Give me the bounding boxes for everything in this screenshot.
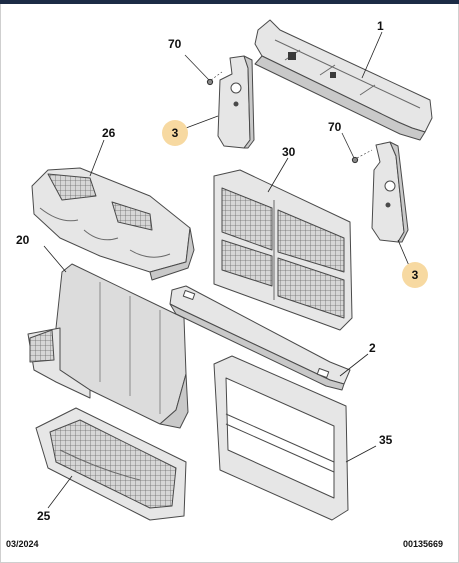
callout-part-25: 25 — [37, 509, 51, 523]
callout-part-1: 1 — [377, 19, 384, 33]
callout-part-3-highlight-right: 3 — [402, 262, 428, 288]
callout-part-20: 20 — [16, 233, 30, 247]
part-2-lower-crossbar — [169, 285, 351, 391]
callout-part-35: 35 — [379, 433, 393, 447]
part-35-frame — [213, 355, 349, 521]
callout-part-70-right: 70 — [328, 120, 342, 134]
part-25-lower-grille — [35, 407, 187, 521]
callout-part-26: 26 — [102, 126, 116, 140]
callout-part-2: 2 — [369, 341, 376, 355]
top-bar — [0, 0, 459, 4]
part-26-air-duct — [31, 167, 195, 281]
part-20-front-panel — [27, 263, 189, 429]
part-70-screw-right — [341, 132, 373, 164]
callout-part-30: 30 — [282, 145, 296, 159]
part-1-upper-crossmember — [254, 19, 433, 141]
part-70-screw-top — [184, 54, 223, 86]
part-3-bracket-right — [371, 141, 409, 243]
footer-reference: 00135669 — [403, 539, 444, 549]
leader-lines — [43, 31, 411, 509]
callout-part-70-top: 70 — [168, 37, 182, 51]
part-3-bracket-left — [217, 55, 255, 149]
callout-part-3-highlight-top: 3 — [162, 120, 188, 146]
footer-date: 03/2024 — [6, 539, 39, 549]
part-30-shroud-louvres — [213, 169, 353, 331]
